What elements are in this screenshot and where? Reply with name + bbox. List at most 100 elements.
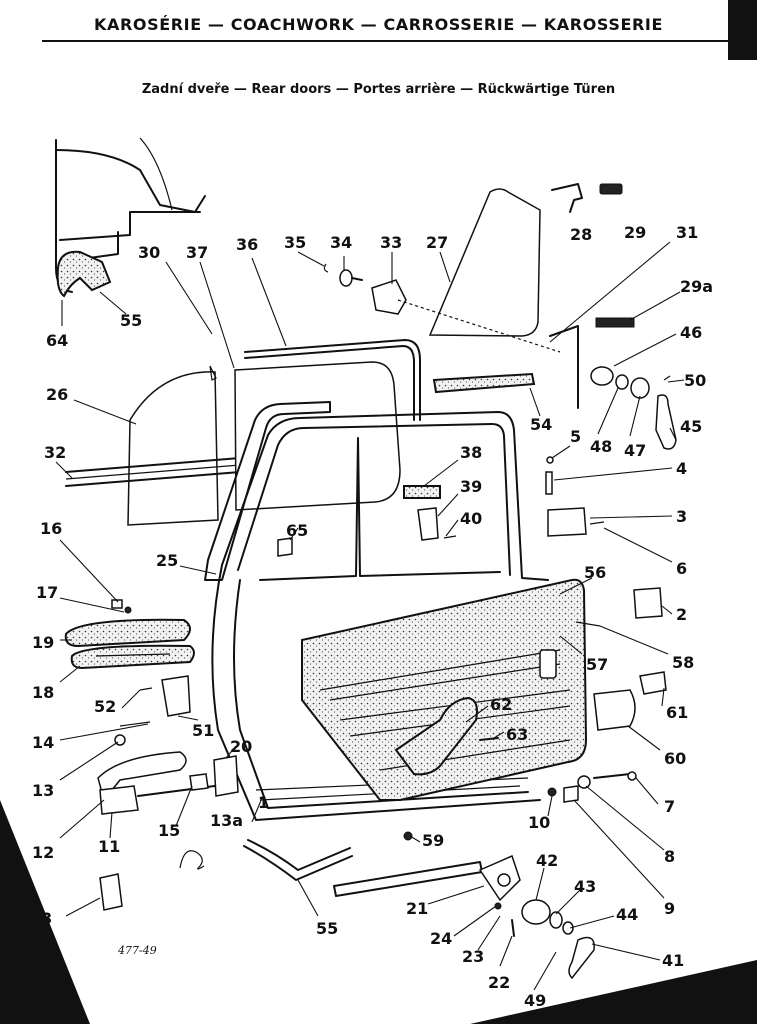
scan-background-corner (728, 0, 757, 60)
callout-label: 6 (676, 559, 687, 578)
page-title: KAROSÉRIE — COACHWORK — CARROSSERIE — KA… (94, 15, 663, 34)
callout-label: 62 (490, 695, 512, 714)
callout-label: 34 (330, 233, 352, 252)
callout-label: 55 (316, 919, 338, 938)
callout-label: 39 (460, 477, 482, 496)
callout-label: 8 (664, 847, 675, 866)
callout-label: 13 (32, 781, 54, 800)
callout-label: 63 (506, 725, 528, 744)
leader-lines (55, 241, 685, 991)
lower-seal-edge-drawing (247, 839, 351, 871)
lock-bracket-drawing (403, 485, 457, 541)
callout-label: 64 (46, 331, 68, 350)
callout-label: 5 (570, 427, 581, 446)
callout-label: 7 (664, 797, 675, 816)
callout-label: 60 (664, 749, 686, 768)
callout-label: 44 (616, 905, 638, 924)
latch-plate-drawing (139, 675, 191, 717)
washers-drawing (547, 771, 637, 803)
callout-label: 49 (524, 991, 546, 1010)
door-glass-drawing (127, 365, 219, 526)
callout-label: 55 (120, 311, 142, 330)
small-parts-drawing (111, 599, 132, 614)
callout-label: 29a (680, 277, 713, 296)
callout-label: 61 (666, 703, 688, 722)
callout-label: 2 (676, 605, 687, 624)
hinge-drawing (633, 587, 663, 619)
door-handle-strips-drawing (64, 618, 195, 670)
armrest-drawing (394, 696, 478, 776)
small-clip-drawing (277, 537, 293, 557)
callout-label: 52 (94, 697, 116, 716)
handle-parts-drawing (590, 366, 677, 450)
callout-label: 54 (530, 415, 552, 434)
callout-label: 41 (662, 951, 684, 970)
callout-label: 22 (488, 973, 510, 992)
callout-label: 36 (236, 235, 258, 254)
small-screw-drawing (403, 831, 413, 841)
callout-labels: 1 2 3 4 5 6 7 8 9 10 11 12 13 13a 14 15 … (30, 223, 713, 1010)
clip-part-drawing (551, 183, 623, 213)
callout-label: 31 (676, 223, 698, 242)
callout-label: 21 (406, 899, 428, 918)
callout-label: 32 (44, 443, 66, 462)
callout-label: 51 (192, 721, 214, 740)
callout-label: 4 (676, 459, 687, 478)
screw-drawing (479, 737, 499, 741)
page-subtitle: Zadní dveře — Rear doors — Portes arrièr… (141, 82, 616, 97)
callout-label: 53 (30, 909, 52, 928)
callout-label: 27 (426, 233, 448, 252)
callout-label: 19 (32, 633, 54, 652)
title-rule (42, 40, 742, 42)
window-winder-drawing (494, 899, 595, 980)
callout-label: 38 (460, 443, 482, 462)
window-regulator-drawing (333, 854, 521, 902)
body-fragment-drawing (55, 137, 206, 298)
callout-label: 1 (258, 793, 269, 812)
trim-panel-drawing (301, 578, 588, 801)
callout-label: 45 (680, 417, 702, 436)
escutcheon-drawing (593, 671, 667, 731)
callout-label: 16 (40, 519, 62, 538)
signature-mark: 477-49 (117, 944, 157, 957)
callout-label: 25 (156, 551, 178, 570)
callout-label: 47 (624, 441, 646, 460)
callout-label: 35 (284, 233, 306, 252)
callout-label: 29 (624, 223, 646, 242)
callout-label: 37 (186, 243, 208, 262)
callout-label: 65 (286, 521, 308, 540)
channel-strip-drawing (65, 457, 241, 487)
callout-label: 9 (664, 899, 675, 918)
callout-label: 59 (422, 831, 444, 850)
callout-label: 26 (46, 385, 68, 404)
callout-label: 10 (528, 813, 550, 832)
callout-label: 56 (584, 563, 606, 582)
callout-label: 15 (158, 821, 180, 840)
lock-mechanism-drawing (97, 721, 239, 815)
hinge-parts-drawing (323, 263, 561, 353)
callout-label: 57 (586, 655, 608, 674)
callout-label: 14 (32, 733, 54, 752)
window-seal-drawing (244, 339, 421, 421)
callout-label: 50 (684, 371, 706, 390)
rod-drawing (549, 325, 579, 409)
callout-label: 30 (138, 243, 160, 262)
moulding-drawing (432, 372, 536, 394)
callout-label: 12 (32, 843, 54, 862)
callout-label: 58 (672, 653, 694, 672)
door-frame-drawing (211, 411, 549, 821)
callout-label: 33 (380, 233, 402, 252)
hinge-pin-drawing (545, 456, 605, 537)
trim-strip-drawing (595, 317, 635, 328)
lower-seal-drawing (243, 845, 353, 881)
callout-label: 42 (536, 851, 558, 870)
spring-drawing (179, 850, 205, 870)
pin-drawing (575, 621, 601, 627)
callout-label: 17 (36, 583, 58, 602)
callout-label: 40 (460, 509, 482, 528)
callout-label: 11 (98, 837, 120, 856)
callout-label: 20 (230, 737, 252, 756)
bracket-drawing (99, 873, 123, 911)
